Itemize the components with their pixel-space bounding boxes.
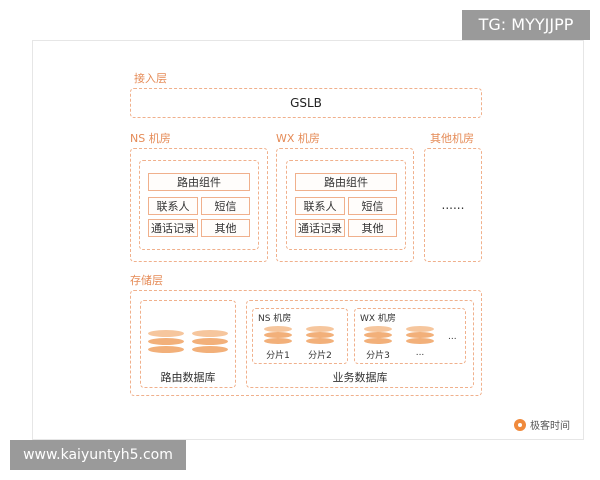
ns-shard-group bbox=[252, 308, 348, 364]
other-datacenter-label: 其他机房 bbox=[430, 132, 474, 145]
shard-4-cylinder bbox=[406, 326, 434, 346]
storage-layer-label: 存储层 bbox=[130, 274, 163, 287]
geektime-logo-icon bbox=[514, 418, 526, 431]
wx-sms: 短信 bbox=[348, 197, 397, 215]
brand-logo: 极客时间 bbox=[514, 417, 570, 432]
shard-1-cylinder bbox=[264, 326, 292, 346]
ns-sms: 短信 bbox=[201, 197, 250, 215]
wx-datacenter-label: WX 机房 bbox=[276, 132, 320, 145]
wx-router-group bbox=[286, 160, 406, 250]
access-layer-label: 接入层 bbox=[134, 72, 167, 85]
shard-4-label: ... bbox=[415, 348, 425, 358]
business-db-label: 业务数据库 bbox=[332, 371, 388, 384]
route-db-cylinder-1 bbox=[148, 330, 184, 354]
ns-datacenter-label: NS 机房 bbox=[130, 132, 171, 145]
wx-shard-group bbox=[354, 308, 466, 364]
diagram-frame bbox=[32, 40, 584, 440]
wx-other: 其他 bbox=[348, 219, 397, 237]
tg-watermark: TG: MYYJJPP bbox=[462, 10, 590, 40]
shard-2-cylinder bbox=[306, 326, 334, 346]
route-db-cylinder-2 bbox=[192, 330, 228, 354]
ns-router-component: 路由组件 bbox=[148, 173, 250, 191]
gslb-box: GSLB bbox=[130, 88, 482, 118]
ns-shard-group-label: NS 机房 bbox=[258, 314, 292, 324]
ns-call-log: 通话记录 bbox=[148, 219, 198, 237]
gslb-label: GSLB bbox=[290, 96, 322, 110]
shard-2-label: 分片2 bbox=[308, 351, 332, 361]
brand-logo-text: 极客时间 bbox=[530, 421, 570, 432]
ns-contacts: 联系人 bbox=[148, 197, 198, 215]
wx-contacts: 联系人 bbox=[295, 197, 345, 215]
shard-3-cylinder bbox=[364, 326, 392, 346]
ns-datacenter-box bbox=[130, 148, 268, 262]
wx-router-component: 路由组件 bbox=[295, 173, 397, 191]
more-shards-ellipsis: ... bbox=[448, 332, 457, 342]
storage-layer-box bbox=[130, 290, 482, 396]
route-db-label: 路由数据库 bbox=[160, 371, 216, 384]
wx-call-log: 通话记录 bbox=[295, 219, 345, 237]
other-datacenter-box: ...... bbox=[424, 148, 482, 262]
wx-shard-group-label: WX 机房 bbox=[360, 314, 396, 324]
shard-1-label: 分片1 bbox=[266, 351, 290, 361]
shard-3-label: 分片3 bbox=[366, 351, 390, 361]
wx-datacenter-box bbox=[276, 148, 414, 262]
ns-router-group bbox=[139, 160, 259, 250]
business-db-box bbox=[246, 300, 474, 388]
url-watermark: www.kaiyuntyh5.com bbox=[10, 440, 186, 470]
ns-other: 其他 bbox=[201, 219, 250, 237]
other-datacenter-ellipsis: ...... bbox=[441, 198, 465, 212]
route-db-box bbox=[140, 300, 236, 388]
